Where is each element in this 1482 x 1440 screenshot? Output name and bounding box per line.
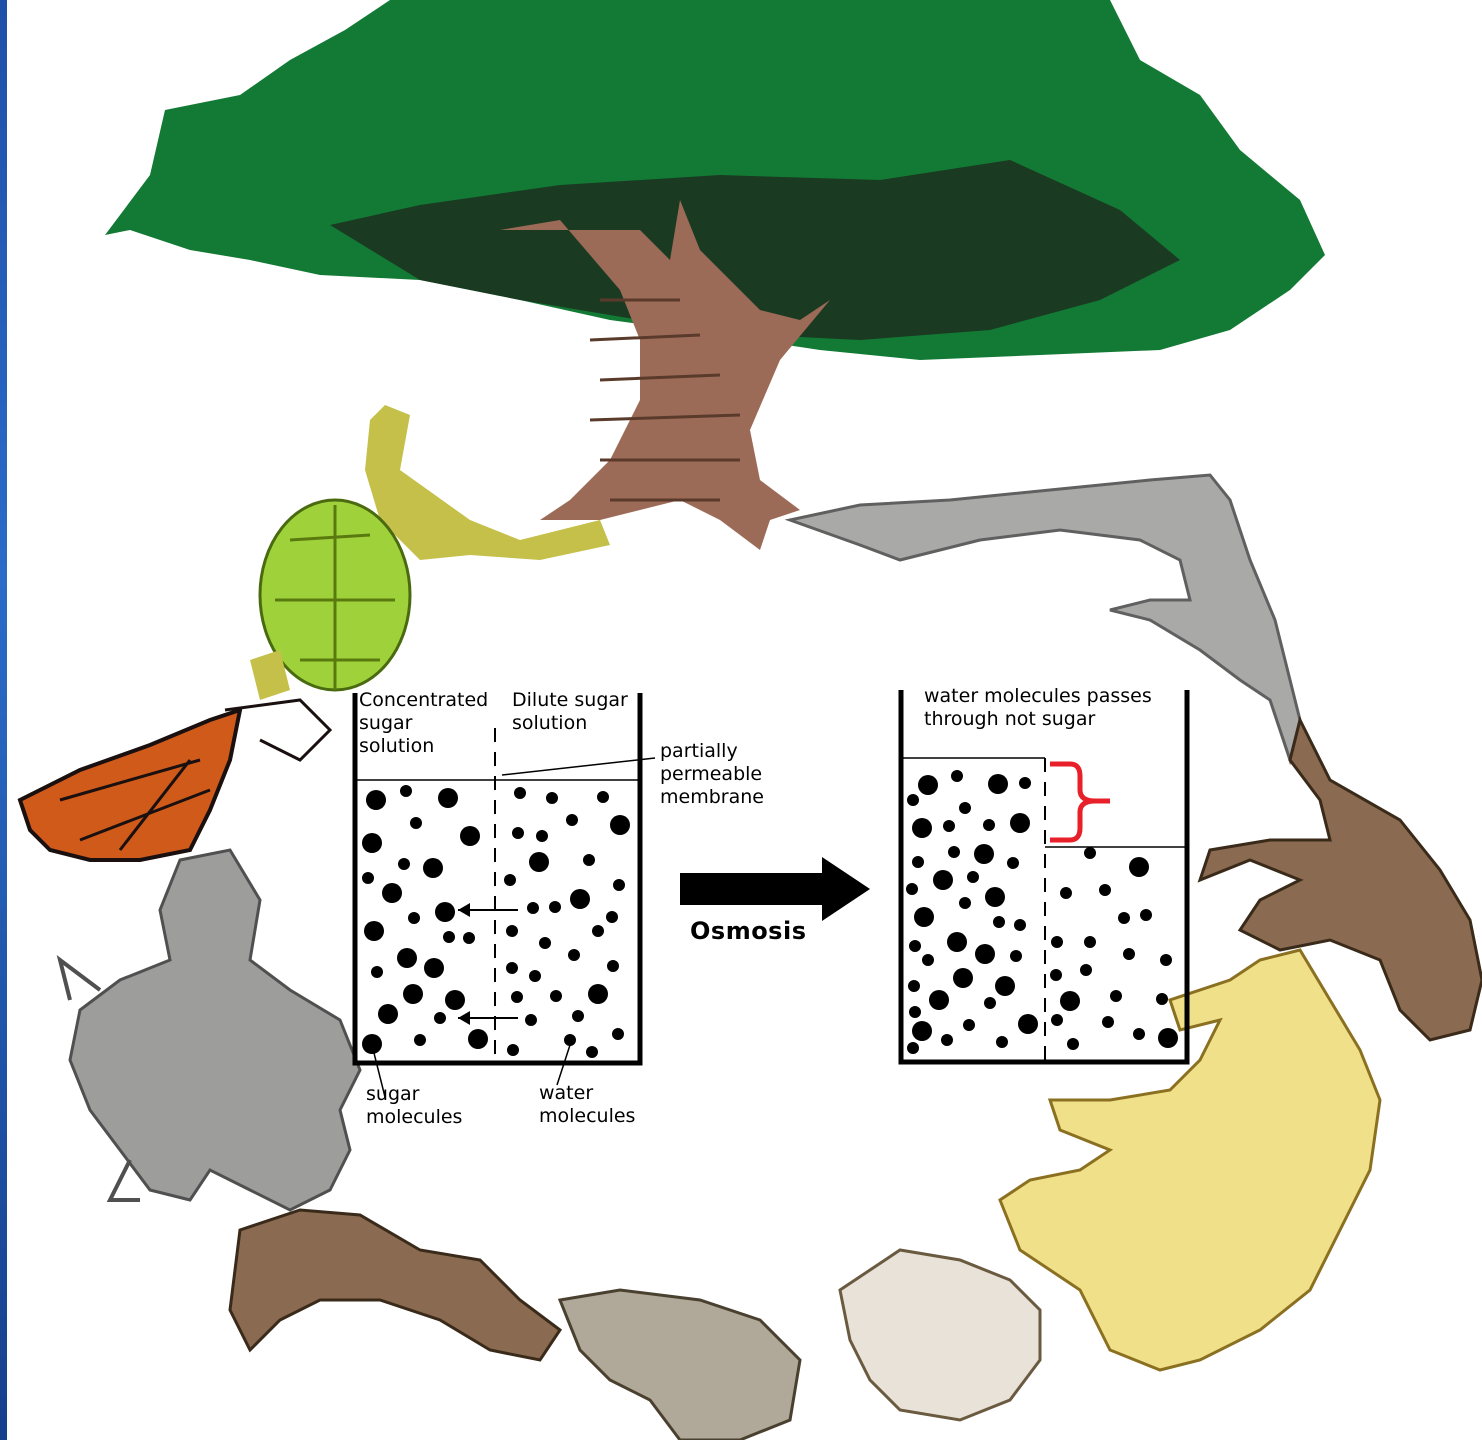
osmosis-label: Osmosis <box>690 917 806 945</box>
sugar-molecules-label: sugar molecules <box>366 1083 462 1129</box>
octopus-icon <box>60 850 360 1210</box>
butterfly-icon <box>20 700 330 860</box>
squirrel-icon <box>230 1210 560 1360</box>
eagle-icon <box>560 1250 1040 1440</box>
dilute-solution-label: Dilute sugar solution <box>512 689 628 735</box>
turtle-icon <box>250 405 610 700</box>
tree-icon <box>105 0 1325 550</box>
right-beaker-caption: water molecules passes through not sugar <box>924 685 1152 731</box>
membrane-label: partially permeable membrane <box>660 740 764 809</box>
water-molecules-label: water molecules <box>539 1082 635 1128</box>
concentrated-solution-label: Concentrated sugar solution <box>359 689 488 758</box>
